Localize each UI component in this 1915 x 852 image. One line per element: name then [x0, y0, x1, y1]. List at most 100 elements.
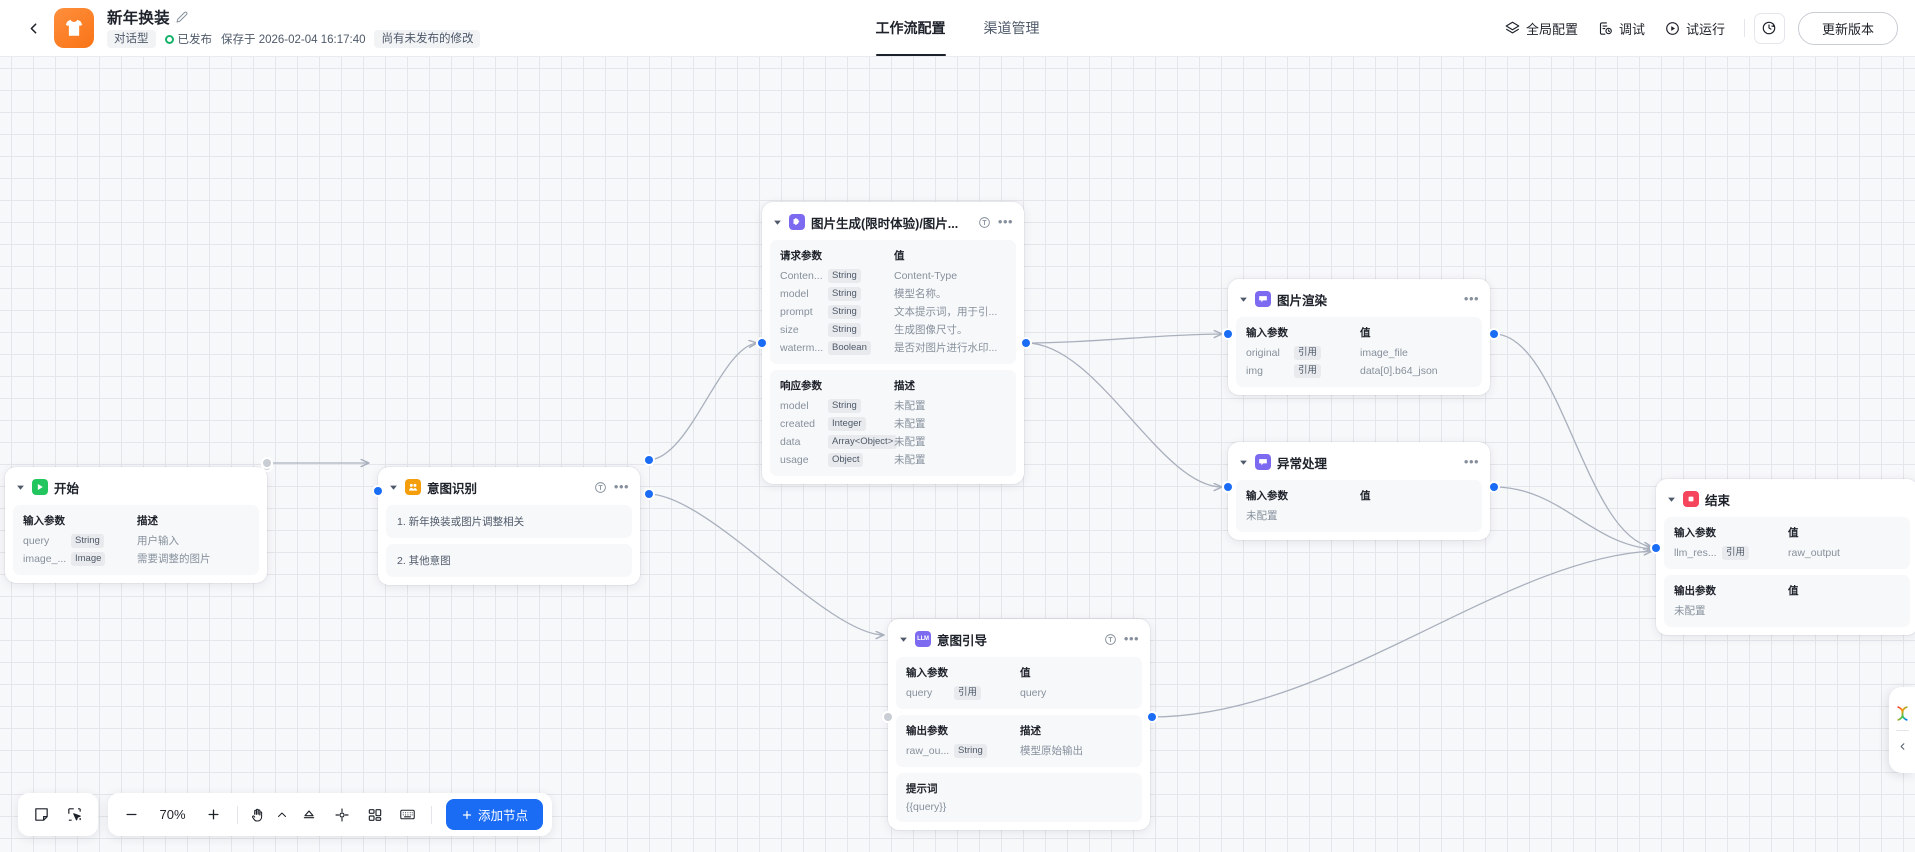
workflow-canvas[interactable]: 开始 输入参数 描述 query String 用户输入 image_... I… — [0, 57, 1915, 852]
param-type: String — [828, 268, 861, 283]
info-circle-icon[interactable] — [977, 215, 992, 230]
select-tool-button[interactable] — [60, 800, 89, 829]
center-view-button[interactable] — [327, 800, 356, 829]
col-header-value: 值 — [1360, 490, 1371, 502]
param-desc: 未配置 — [894, 436, 926, 448]
app-title-block: 新年换装 对话型 已发布 保存于 2026-02-04 16:17:40 尚有未… — [107, 8, 481, 49]
collapse-caret-icon[interactable] — [1238, 457, 1249, 468]
sticky-note-tool-button[interactable] — [27, 800, 56, 829]
collapse-caret-icon[interactable] — [1238, 294, 1249, 305]
table-row: raw_ou... String 模型原始输出 — [906, 743, 1132, 758]
node-exception-title: 异常处理 — [1277, 456, 1328, 471]
chevron-left-icon — [30, 22, 36, 34]
param-type: String — [71, 533, 104, 548]
col-header-value: 值 — [894, 250, 905, 262]
param-desc: 模型名称。 — [894, 288, 947, 300]
message-card-icon — [1255, 291, 1271, 307]
tab-channel-management[interactable]: 渠道管理 — [983, 20, 1040, 36]
keyboard-shortcuts-button[interactable] — [393, 800, 422, 829]
tool-group-tools — [18, 793, 98, 836]
collapse-caret-icon[interactable] — [898, 634, 909, 645]
port-exception-input[interactable] — [1224, 483, 1232, 491]
node-guide-output-section: 输出参数 描述 raw_ou... String 模型原始输出 — [896, 715, 1142, 767]
hand-tool-dropdown-button[interactable] — [273, 800, 290, 829]
more-dots-icon[interactable]: ••• — [1463, 291, 1480, 306]
app-type-badge: 对话型 — [107, 30, 156, 48]
param-desc: 需要调整的图片 — [137, 553, 211, 565]
node-end-title: 结束 — [1705, 493, 1731, 508]
more-dots-icon[interactable]: ••• — [613, 479, 630, 494]
tab-workflow-config[interactable]: 工作流配置 — [875, 0, 946, 56]
node-exception-handling[interactable]: 异常处理 ••• 输入参数 值 未配置 — [1228, 442, 1490, 540]
port-intent-input[interactable] — [374, 487, 382, 495]
param-type: Image — [71, 551, 106, 566]
info-circle-icon[interactable] — [1103, 632, 1118, 647]
port-start-output[interactable] — [263, 459, 271, 467]
intent-branch-item[interactable]: 2. 其他意图 — [386, 544, 632, 577]
more-dots-icon[interactable]: ••• — [997, 214, 1014, 229]
info-circle-icon[interactable] — [593, 480, 608, 495]
param-desc: 未配置 — [894, 418, 926, 430]
zoom-level-display[interactable]: 70% — [159, 807, 186, 822]
node-end-output-section: 输出参数 值 未配置 — [1664, 575, 1910, 627]
node-image-generation[interactable]: 图片生成(限时体验)/图片... ••• 请求参数 值 Conten... St… — [762, 202, 1024, 484]
collapse-caret-icon[interactable] — [15, 482, 26, 493]
hand-tool-button[interactable] — [247, 800, 269, 829]
app-header: 新年换装 对话型 已发布 保存于 2026-02-04 16:17:40 尚有未… — [0, 0, 1915, 57]
collapse-panel-button[interactable] — [1893, 738, 1911, 756]
history-button[interactable] — [1753, 12, 1785, 44]
param-type: Integer — [828, 416, 866, 431]
param-desc: 未配置 — [894, 454, 926, 466]
ai-gradient-logo-icon[interactable] — [1893, 705, 1911, 723]
auto-layout-button[interactable] — [360, 800, 389, 829]
port-intent-branch2-output[interactable] — [645, 490, 653, 498]
param-name: img — [1246, 364, 1263, 377]
param-type: String — [828, 286, 861, 301]
port-exception-output[interactable] — [1490, 483, 1498, 491]
collapse-caret-icon[interactable] — [1666, 494, 1677, 505]
param-name: query — [23, 534, 50, 547]
node-exception-input-section: 输入参数 值 未配置 — [1236, 480, 1482, 532]
port-render-output[interactable] — [1490, 330, 1498, 338]
prompt-value: {{query}} — [906, 801, 947, 813]
port-imagegen-output[interactable] — [1022, 339, 1030, 347]
table-row: llm_res... 引用 raw_output — [1674, 545, 1900, 560]
pencil-icon[interactable] — [176, 11, 188, 23]
param-type: String — [828, 398, 861, 413]
add-node-button[interactable]: 添加节点 — [446, 799, 544, 830]
header-actions: 全局配置 调试 试运行 更新版本 — [1495, 0, 1898, 56]
update-version-button[interactable]: 更新版本 — [1797, 11, 1898, 45]
more-dots-icon[interactable]: ••• — [1123, 631, 1140, 646]
node-start[interactable]: 开始 输入参数 描述 query String 用户输入 image_... I… — [5, 462, 271, 583]
collapse-caret-icon[interactable] — [388, 482, 399, 493]
ai-assistant-widget[interactable] — [1889, 687, 1915, 773]
port-render-input[interactable] — [1224, 330, 1232, 338]
port-guide-input[interactable] — [884, 713, 892, 721]
trial-run-button[interactable]: 试运行 — [1655, 13, 1735, 44]
node-render-header: 图片渲染 ••• — [1236, 287, 1482, 311]
header-tabs: 工作流配置 渠道管理 — [875, 0, 1040, 56]
zoom-in-button[interactable] — [199, 800, 228, 829]
fit-view-button[interactable] — [294, 800, 323, 829]
debug-button[interactable]: 调试 — [1588, 13, 1655, 44]
node-intent-title: 意图识别 — [427, 481, 478, 496]
global-config-button[interactable]: 全局配置 — [1495, 13, 1588, 44]
node-intent-guide[interactable]: LLM 意图引导 ••• 输入参数 值 query 引用 query — [888, 619, 1150, 830]
collapse-caret-icon[interactable] — [772, 217, 783, 228]
col-header-value: 值 — [1360, 327, 1371, 339]
node-intent-recognition[interactable]: 意图识别 ••• 1. 新年换装或图片调整相关 2. 其他意图 — [378, 467, 640, 585]
node-end[interactable]: 结束 输入参数 值 llm_res... 引用 raw_output 输出参数 — [1656, 479, 1915, 635]
zoom-out-button[interactable] — [117, 800, 146, 829]
widget-divider — [1895, 729, 1909, 731]
param-name: llm_res... — [1674, 546, 1717, 559]
port-guide-output[interactable] — [1148, 713, 1156, 721]
intent-branch-item[interactable]: 1. 新年换装或图片调整相关 — [386, 505, 632, 538]
more-dots-icon[interactable]: ••• — [1463, 454, 1480, 469]
back-button[interactable] — [16, 11, 50, 45]
node-image-render[interactable]: 图片渲染 ••• 输入参数 值 original 引用 image_file i… — [1228, 279, 1490, 395]
param-type: Array<Object> — [828, 434, 898, 449]
param-desc: 文本提示词，用于引... — [894, 306, 998, 318]
port-end-input[interactable] — [1652, 544, 1660, 552]
port-imagegen-input[interactable] — [758, 339, 766, 347]
port-intent-branch1-output[interactable] — [645, 456, 653, 464]
